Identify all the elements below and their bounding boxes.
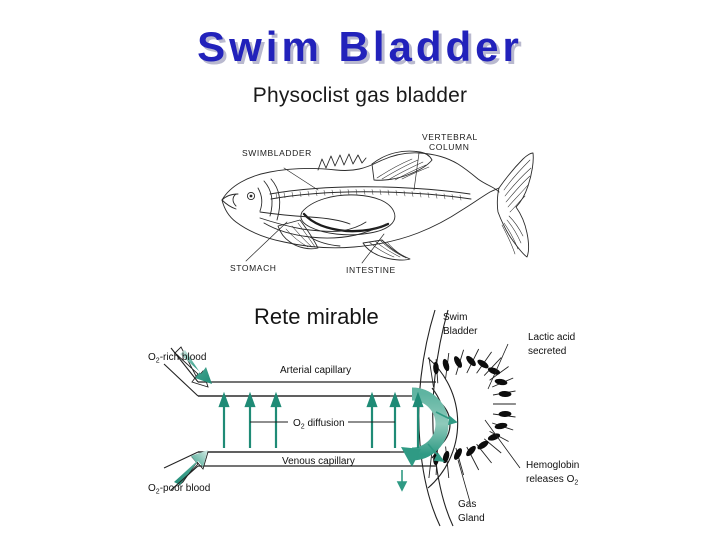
leader-swimbladder (283, 167, 319, 191)
leader-gas-gland (457, 459, 471, 503)
diffusion-arrow (412, 391, 424, 448)
rete-heading: Rete mirable (254, 304, 379, 329)
o2-rich-inflow-arrow (174, 346, 212, 388)
o2-poor-outflow-arrow (174, 450, 209, 487)
leader-hemoglobin (484, 419, 521, 469)
fish-label-vertebral-line2: COLUMN (429, 142, 469, 152)
label-venous-capillary: Venous capillary (282, 456, 355, 467)
fish-dorsal-outline (221, 152, 491, 201)
page-subtitle: Physoclist gas bladder (252, 84, 468, 107)
gland-transfer-arrows (396, 411, 458, 492)
label-gas-gland-line1: Gas (458, 499, 476, 510)
o2-diffusion-arrows (218, 391, 424, 448)
fish-label-stomach: STOMACH (230, 263, 277, 273)
swim-bladder-wall-outer (418, 309, 441, 527)
oxygen-flow-arc (401, 387, 449, 467)
label-o2-rich-blood: O2-rich blood (148, 352, 206, 365)
label-hemoglobin-line2: releases O2 (526, 474, 578, 487)
fish-label-intestine: INTESTINE (346, 265, 396, 275)
leader-lactic-acid (487, 343, 509, 390)
page-title: Swim Bladder (197, 23, 523, 70)
label-swim-bladder-line1: Swim (443, 312, 467, 323)
fish-eye (246, 191, 256, 201)
label-o2-diffusion: O2 diffusion (293, 418, 345, 431)
leader-intestine (361, 233, 385, 264)
label-arterial-capillary: Arterial capillary (280, 365, 351, 376)
fish-anatomy-diagram: SWIMBLADDER VERTEBRAL COLUMN STOMACH INT… (214, 128, 540, 278)
diffusion-arrow (218, 391, 230, 448)
label-swim-bladder-line2: Bladder (443, 326, 478, 337)
label-lactic-acid-line1: Lactic acid (528, 332, 575, 343)
gas-gland-outer-arc (427, 357, 459, 489)
title-block: Swim Bladder (0, 26, 720, 68)
fish-label-swimbladder: SWIMBLADDER (242, 148, 312, 158)
diffusion-arrow (244, 391, 256, 448)
leader-stomach (245, 221, 288, 262)
label-o2-poor-blood: O2-poor blood (148, 483, 210, 496)
gas-gland-cells (427, 348, 516, 489)
rete-mirabile-diagram: O2-rich blood O2-poor blood Arterial cap… (140, 292, 640, 540)
label-lactic-acid-line2: secreted (528, 346, 566, 357)
diffusion-arrow (366, 391, 378, 448)
leader-vertebral (413, 152, 420, 191)
rete-leader-lines (457, 343, 521, 503)
fish-label-vertebral-line1: VERTEBRAL (422, 132, 478, 142)
label-gas-gland-line2: Gland (458, 513, 485, 524)
diffusion-arrow (389, 391, 401, 448)
diffusion-arrow (270, 391, 282, 448)
label-hemoglobin-line1: Hemoglobin (526, 460, 579, 471)
gas-gland-nuclei (433, 355, 512, 466)
